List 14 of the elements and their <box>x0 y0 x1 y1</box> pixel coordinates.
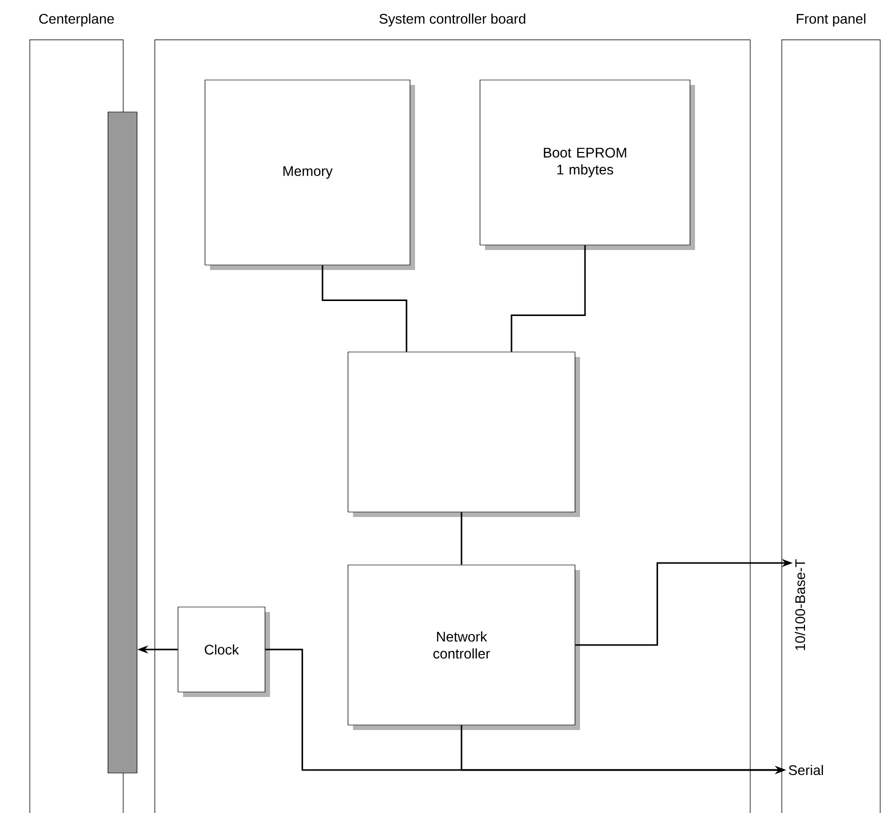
board-heading: System controller board <box>380 14 526 26</box>
connector-line <box>460 512 462 565</box>
port-label: Serial <box>788 764 823 776</box>
block-box: Memory <box>204 80 415 270</box>
board-heading: Centerplane <box>39 14 114 26</box>
block-box: Clock <box>178 606 270 697</box>
processor-box <box>348 352 580 517</box>
connector-bar <box>108 112 138 774</box>
block-box: Boot EPROM 1 mbytes <box>480 80 695 250</box>
block-box: Network controller <box>348 564 580 730</box>
port-label: 10/100-Base-T <box>794 559 806 650</box>
connector-line <box>510 245 586 352</box>
connector-line <box>322 265 408 352</box>
board-heading: Front panel <box>796 14 866 26</box>
